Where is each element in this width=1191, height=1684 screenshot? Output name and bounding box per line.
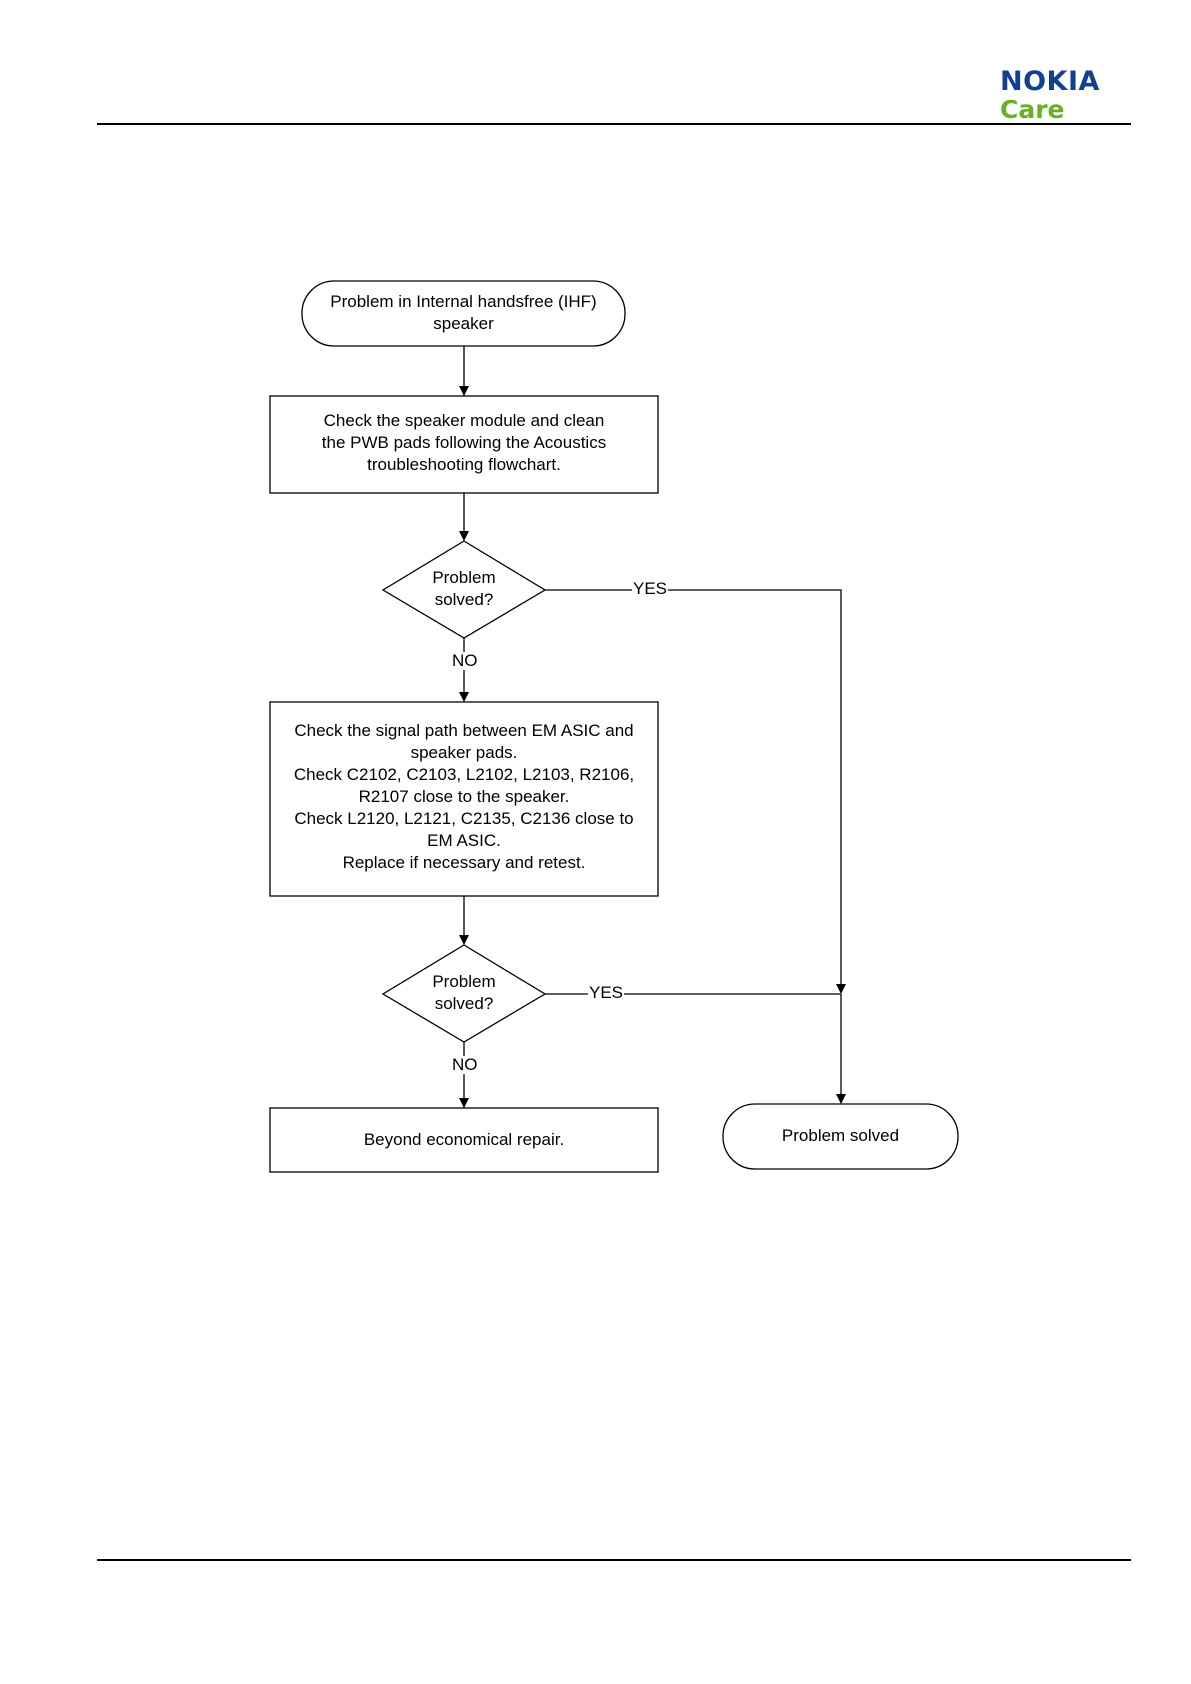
step1-text: Check the speaker module and clean the P… xyxy=(321,411,607,474)
end-ok-text: Problem solved xyxy=(781,1126,900,1145)
end-ok-terminator xyxy=(722,1103,959,1170)
end-fail-text: Beyond economical repair. xyxy=(363,1130,565,1149)
decision1-text: Problem solved? xyxy=(432,568,496,609)
yes-label-2: YES xyxy=(588,983,625,1002)
start-text: Problem in Internal handsfree (IHF) spea… xyxy=(330,292,597,333)
end-fail-box xyxy=(269,1107,659,1173)
footer-rule xyxy=(97,1559,1131,1561)
no-label-1: NO xyxy=(451,651,479,670)
nokia-care-logo: NOKIA Care xyxy=(1000,68,1130,122)
yes-label-1: YES xyxy=(632,579,669,598)
logo-care: Care xyxy=(1000,95,1065,124)
header-rule xyxy=(97,123,1131,125)
no-label-2: NO xyxy=(451,1055,479,1074)
step2-text: Check the signal path between EM ASIC an… xyxy=(293,721,635,872)
decision2-text: Problem solved? xyxy=(432,972,496,1013)
logo-nokia: NOKIA xyxy=(1000,66,1100,97)
